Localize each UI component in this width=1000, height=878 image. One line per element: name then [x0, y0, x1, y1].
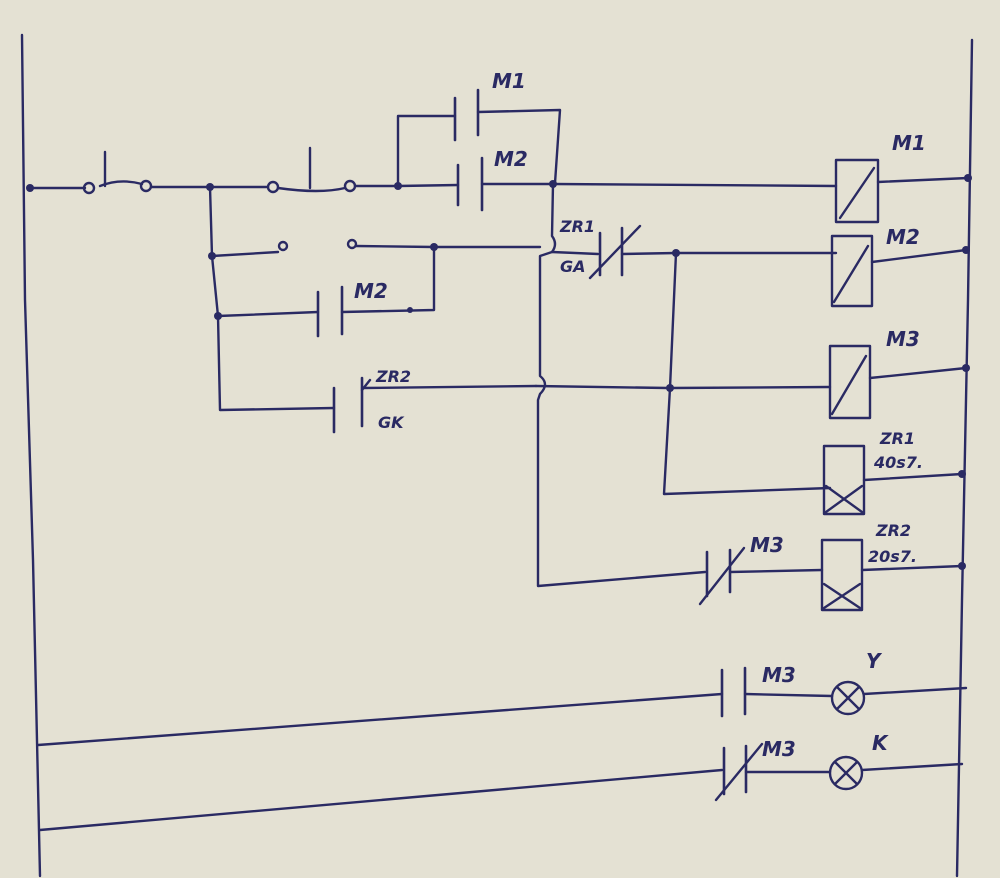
start-button-symbol — [266, 146, 357, 194]
m1-contact-label: M1 — [492, 69, 526, 93]
vertical-bus — [534, 182, 707, 588]
rung-lamp-k — [38, 742, 964, 832]
stop-button-symbol — [82, 150, 153, 195]
m3-nc-contact-symbol — [698, 546, 746, 606]
zr2-contact-label: ZR2 — [375, 367, 411, 386]
m2-hold-contact-symbol — [316, 285, 344, 338]
rung-2 — [208, 185, 542, 434]
timer-zr1-symbol — [822, 444, 866, 516]
m3-nc-contact-k-symbol — [714, 742, 764, 802]
timer-zr2-symbol — [820, 538, 864, 612]
zr2-contact-symbol — [332, 376, 372, 434]
m1-contact-symbol — [453, 88, 480, 142]
m3-lamp-y-contact-label: M3 — [762, 663, 796, 687]
timer-zr2-time-label: 20s7. — [868, 547, 917, 566]
lamp-y-symbol — [830, 680, 866, 716]
lamp-y-label: Y — [866, 649, 883, 673]
zr1-contact-label: ZR1 — [559, 217, 595, 236]
timer-zr1-time-label: 40s7. — [873, 453, 923, 472]
rung-zr1 — [588, 224, 970, 516]
m3-lamp-k-contact-label: M3 — [762, 737, 796, 761]
m3-nc-contact-label: M3 — [750, 533, 784, 557]
coil-m1-symbol — [834, 158, 880, 224]
m2-contact-symbol — [456, 156, 484, 212]
zr1-contact-symbol — [588, 224, 642, 280]
rung-zr2 — [698, 538, 966, 612]
zr1-contact-mode-label: GA — [560, 257, 586, 276]
zr2-contact-mode-label: GK — [378, 413, 405, 432]
coil-m3-symbol — [828, 344, 872, 420]
coil-m2-label: M2 — [886, 225, 920, 249]
timer-zr1-label: ZR1 — [879, 429, 915, 448]
coil-m2-symbol — [830, 234, 874, 308]
coil-m3-label: M3 — [886, 327, 920, 351]
timer-zr2-label: ZR2 — [875, 521, 911, 540]
rung-lamp-y — [36, 666, 968, 747]
coil-m1-label: M1 — [892, 131, 926, 155]
m3-no-contact-y-symbol — [720, 666, 747, 718]
m2-hold-contact-label: M2 — [354, 279, 388, 303]
rung-1 — [26, 88, 972, 224]
left-power-rail — [20, 33, 42, 878]
right-power-rail — [955, 38, 974, 878]
lamp-k-symbol — [828, 755, 864, 791]
m2-contact-label: M2 — [494, 147, 528, 171]
lamp-k-label: K — [872, 731, 889, 755]
